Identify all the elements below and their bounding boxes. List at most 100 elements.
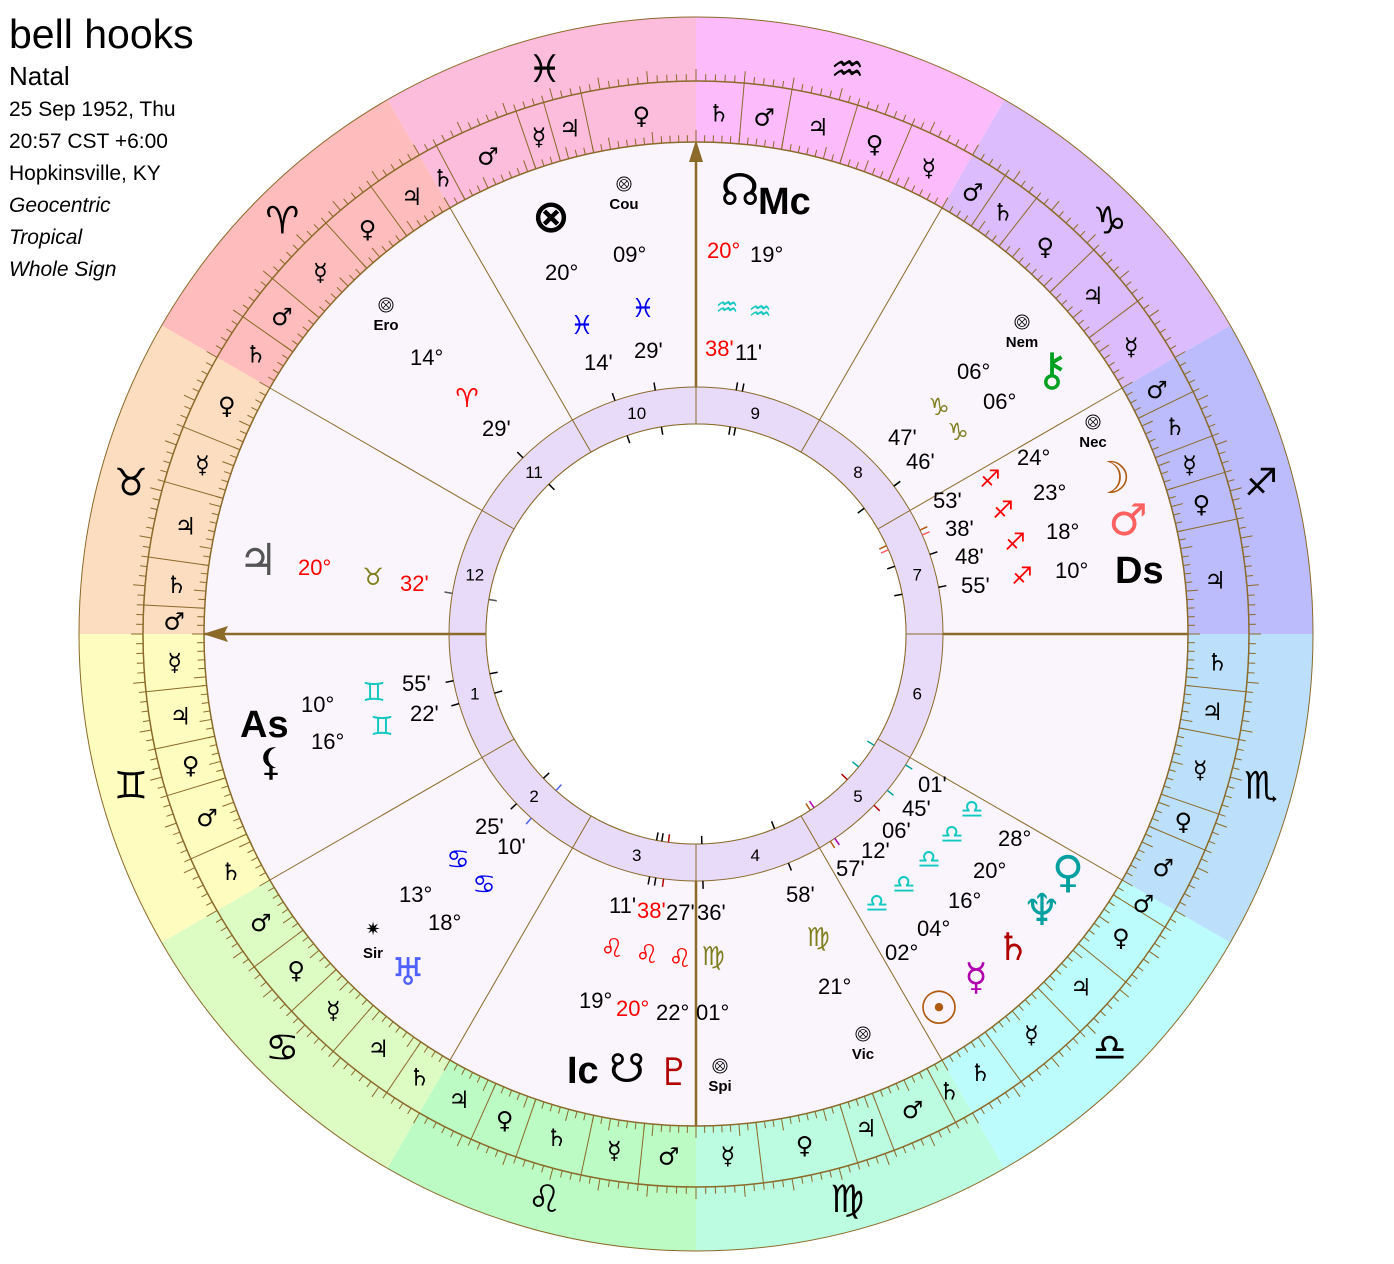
ic-sign-glyph[interactable]: ♌ xyxy=(600,934,623,964)
part-of-fortune-sign-glyph[interactable]: ♓ xyxy=(570,311,593,341)
term-ruler-glyph: ♀ xyxy=(1193,490,1211,518)
north-node-sign-glyph[interactable]: ♒ xyxy=(715,293,738,323)
nec-degree: 18° xyxy=(1046,519,1079,544)
sign-sector-libra xyxy=(942,880,1231,1169)
chart-type: Natal xyxy=(9,61,70,91)
saturn-sign-glyph[interactable]: ♎ xyxy=(917,845,940,875)
moon-degree: 24° xyxy=(1017,445,1050,470)
sign-glyph-taurus: ♉ xyxy=(114,461,148,505)
term-ruler-glyph: ☿ xyxy=(607,1137,622,1165)
jupiter-glyph[interactable]: ♃ xyxy=(238,535,277,586)
term-ruler-glyph: ♄ xyxy=(220,858,242,886)
moon-glyph[interactable]: ☽ xyxy=(1091,453,1130,504)
ero-sign-glyph[interactable]: ♈ xyxy=(455,384,478,414)
pluto-minutes: 27' xyxy=(666,900,695,925)
asteroid-cou-icon[interactable]: Cou xyxy=(609,176,639,213)
north-node-minutes: 38' xyxy=(705,336,734,361)
house-number-4: 4 xyxy=(751,846,760,865)
house-number-6: 6 xyxy=(912,684,921,703)
lilith-glyph[interactable]: ⚸ xyxy=(257,740,285,784)
pluto-sign-glyph[interactable]: ♌ xyxy=(668,944,691,974)
jupiter-sign-glyph[interactable]: ♉ xyxy=(362,563,384,591)
house-cusp-line xyxy=(909,387,1123,511)
chiron-glyph[interactable]: ⚷ xyxy=(1035,342,1069,396)
sign-sector-virgo xyxy=(696,1060,1005,1251)
mc-minutes: 11' xyxy=(735,340,762,365)
south-node-degree: 20° xyxy=(616,996,649,1021)
house-number-8: 8 xyxy=(853,463,862,482)
nec-sign-glyph[interactable]: ♐ xyxy=(1004,528,1026,556)
term-ruler-glyph: ♂ xyxy=(753,103,775,131)
uranus-glyph[interactable]: ♅ xyxy=(391,950,425,994)
house-cusp-line xyxy=(909,757,1123,881)
sign-sector-pisces xyxy=(387,17,696,208)
asteroid-label: Nec xyxy=(1079,434,1107,451)
sir-minutes: 25' xyxy=(475,814,504,839)
term-ruler-glyph: ♄ xyxy=(992,199,1014,227)
mc-sign-glyph[interactable]: ♒ xyxy=(748,297,771,327)
house-cusp-line xyxy=(449,207,573,421)
sign-glyph-leo: ♌ xyxy=(528,1177,562,1221)
sun-glyph[interactable]: ☉ xyxy=(918,981,959,1035)
term-ruler-glyph: ♄ xyxy=(1207,648,1229,676)
asteroid-nem-icon[interactable]: Nem xyxy=(1006,314,1039,351)
neptune-glyph[interactable]: ♆ xyxy=(1022,885,1061,936)
lilith-sign-glyph[interactable]: ♊ xyxy=(370,712,393,742)
asteroid-ero-icon[interactable]: Ero xyxy=(373,297,399,334)
spi-sign-glyph[interactable]: ♍ xyxy=(701,942,724,972)
term-ruler-glyph: ♃ xyxy=(1202,698,1224,726)
asteroid-vic-icon[interactable]: Vic xyxy=(852,1026,874,1063)
mars-degree: 23° xyxy=(1033,480,1066,505)
part-of-fortune-glyph[interactable]: ⊗ xyxy=(532,189,571,243)
nem-sign-glyph[interactable]: ♑ xyxy=(928,393,950,421)
mc-label[interactable]: Mc xyxy=(758,181,811,223)
term-ruler-glyph: ♀ xyxy=(359,215,377,243)
south-node-sign-glyph[interactable]: ♌ xyxy=(635,940,658,970)
venus-sign-glyph[interactable]: ♎ xyxy=(960,795,983,825)
chiron-minutes: 46' xyxy=(906,449,935,474)
house-number-10: 10 xyxy=(627,404,646,423)
ds-label[interactable]: Ds xyxy=(1115,550,1164,592)
neptune-sign-glyph[interactable]: ♎ xyxy=(940,820,963,850)
term-ruler-glyph: ♃ xyxy=(1082,282,1104,310)
sign-glyph-aquarius: ♒ xyxy=(830,47,864,91)
asc-arrow-icon xyxy=(203,626,228,642)
asteroid-nec-icon[interactable]: Nec xyxy=(1079,414,1107,451)
spi-degree: 01° xyxy=(696,1000,729,1025)
mercury-glyph[interactable]: ☿ xyxy=(964,955,987,999)
term-ruler-glyph: ♄ xyxy=(245,341,267,369)
saturn-glyph[interactable]: ♄ xyxy=(996,925,1030,969)
term-ruler-glyph: ♀ xyxy=(866,130,884,158)
mars-sign-glyph[interactable]: ♐ xyxy=(992,496,1014,524)
sir-sign-glyph[interactable]: ♋ xyxy=(446,845,469,875)
uranus-sign-glyph[interactable]: ♋ xyxy=(472,870,495,900)
saturn-degree: 16° xyxy=(948,888,981,913)
cou-sign-glyph[interactable]: ♓ xyxy=(631,294,654,324)
asteroid-spi-icon[interactable]: Spi xyxy=(708,1058,732,1095)
ds-sign-glyph[interactable]: ♐ xyxy=(1011,562,1033,590)
mercury-degree: 04° xyxy=(917,916,950,941)
vic-sign-glyph[interactable]: ♍ xyxy=(806,923,829,953)
venus-glyph[interactable]: ♀ xyxy=(1052,847,1084,898)
house-cusp-line xyxy=(819,847,943,1061)
sirius-star-icon[interactable]: ✷ xyxy=(365,919,380,940)
nem-minutes: 47' xyxy=(888,425,917,450)
ic-label[interactable]: Ic xyxy=(567,1050,599,1092)
sign-sector-leo xyxy=(387,1060,696,1251)
mercury-sign-glyph[interactable]: ♎ xyxy=(892,870,915,900)
asc-sign-glyph[interactable]: ♊ xyxy=(362,678,385,708)
birth-location: Hopkinsville, KY xyxy=(9,162,161,185)
term-ruler-glyph: ♄ xyxy=(409,1064,431,1092)
south-node-glyph[interactable]: ☋ xyxy=(609,1046,645,1092)
pluto-glyph[interactable]: ♇ xyxy=(657,1050,691,1094)
sign-sector-capricorn xyxy=(942,99,1231,388)
term-ruler-glyph: ♂ xyxy=(1146,376,1168,404)
sun-sign-glyph[interactable]: ♎ xyxy=(865,889,888,919)
north-node-glyph[interactable]: ☊ xyxy=(720,165,759,216)
mars-glyph[interactable]: ♂ xyxy=(1108,495,1147,546)
moon-sign-glyph[interactable]: ♐ xyxy=(979,465,1001,493)
chiron-sign-glyph[interactable]: ♑ xyxy=(947,418,969,446)
asc-label[interactable]: As xyxy=(240,704,289,746)
house-number-7: 7 xyxy=(912,566,921,585)
